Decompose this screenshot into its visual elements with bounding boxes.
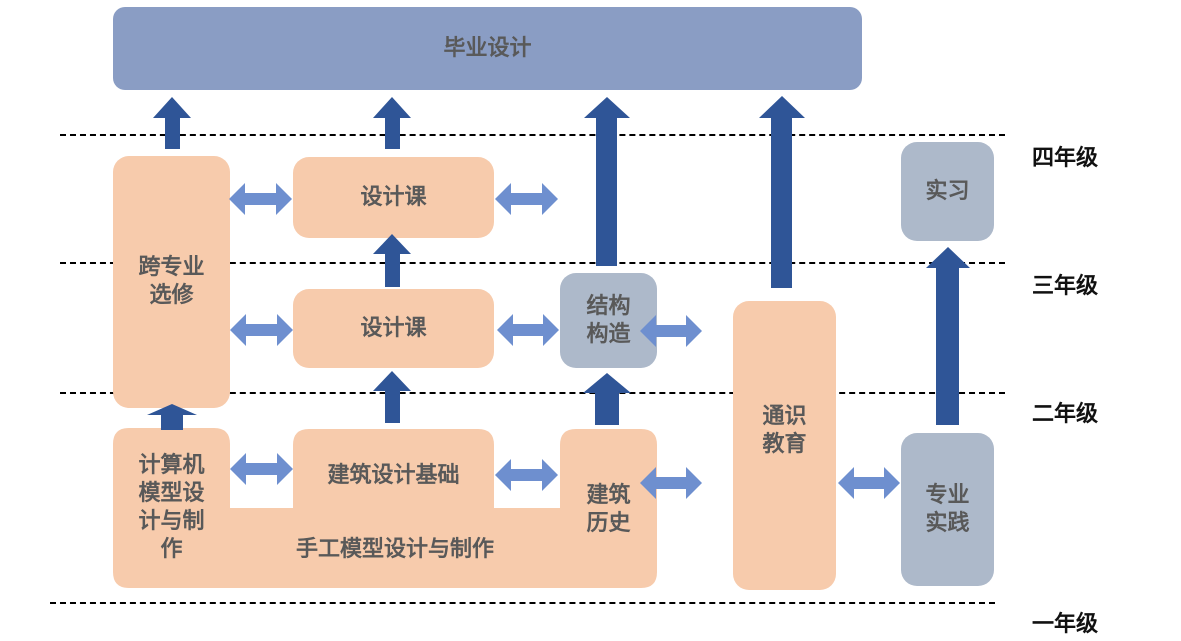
double-arrow-design4-right <box>495 183 558 215</box>
grade-label-1: 一年级 <box>1032 612 1099 637</box>
general-education-box: 通识 教育 <box>733 301 836 590</box>
double-arrow-cross-major-design4 <box>229 183 292 215</box>
cross-major-elective-box: 跨专业 选修 <box>113 156 230 408</box>
design-course-year3-label: 设计课 <box>360 315 427 341</box>
up-arrow-general-to-graduation <box>759 96 805 288</box>
structure-construction-box: 结构 构造 <box>560 273 657 368</box>
up-arrow-history-to-structure <box>583 373 631 425</box>
design-course-year4-box: 设计课 <box>293 157 494 238</box>
grade-label-4: 四年级 <box>1032 146 1099 171</box>
up-arrow-computer-to-cross-major <box>147 404 197 430</box>
double-arrow-basics-history <box>495 459 558 491</box>
grade-line-2 <box>60 392 1005 394</box>
design-course-year4-label: 设计课 <box>360 184 427 210</box>
up-arrow-design3-to-design4 <box>373 234 411 287</box>
handmade-model-label: 手工模型设计与制作 <box>295 537 494 562</box>
grade-label-2: 二年级 <box>1032 402 1099 427</box>
graduation-design-box: 毕业设计 <box>113 7 862 90</box>
double-arrow-computer-basics <box>230 453 293 485</box>
double-arrow-structure-general <box>640 315 702 347</box>
double-arrow-cross-major-design3 <box>230 314 293 346</box>
professional-practice-box: 专业 实践 <box>901 433 994 586</box>
internship-label: 实习 <box>925 178 970 204</box>
design-basics-label: 建筑设计基础 <box>327 463 460 488</box>
design-course-year3-box: 设计课 <box>293 289 494 368</box>
grade-line-4 <box>60 134 1005 136</box>
architecture-history-label: 建筑 历史 <box>586 483 631 536</box>
up-arrow-basics-to-design3 <box>373 371 411 423</box>
up-arrow-design-to-graduation <box>373 97 411 149</box>
internship-box: 实习 <box>901 142 994 241</box>
professional-practice-label: 专业 实践 <box>925 482 970 536</box>
double-arrow-history-general <box>640 467 702 499</box>
up-arrow-cross-major-to-graduation <box>153 97 191 149</box>
grade-line-1 <box>50 602 995 604</box>
cross-major-elective-label: 跨专业 选修 <box>138 255 205 308</box>
double-arrow-general-practice <box>838 467 900 499</box>
grade-line-3 <box>60 262 1005 264</box>
general-education-label: 通识 教育 <box>762 403 807 457</box>
foundation-shape-path <box>113 428 657 588</box>
graduation-design-label: 毕业设计 <box>443 35 532 61</box>
double-arrow-design3-structure <box>497 314 559 346</box>
structure-construction-label: 结构 构造 <box>586 293 631 347</box>
up-arrow-structure-to-graduation <box>584 97 630 266</box>
up-arrow-practice-to-internship <box>926 247 970 425</box>
grade-label-3: 三年级 <box>1032 274 1099 299</box>
computer-model-label: 计算机 模型设 计与制 作 <box>138 453 205 562</box>
